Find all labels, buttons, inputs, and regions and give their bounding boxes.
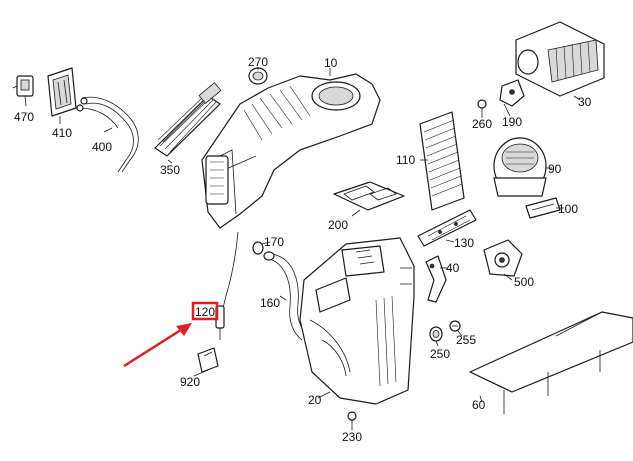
part-500-actuator[interactable] — [483, 239, 523, 277]
callout-30[interactable]: 30 — [578, 95, 592, 109]
callout-60[interactable]: 60 — [472, 398, 486, 412]
callout-10[interactable]: 10 — [324, 56, 338, 70]
callout-200[interactable]: 200 — [328, 218, 348, 232]
highlight-arrowhead — [176, 323, 192, 336]
highlight-box-120 — [191, 301, 219, 321]
part-260-screw[interactable] — [477, 99, 487, 118]
callout-100[interactable]: 100 — [558, 202, 578, 216]
callout-250[interactable]: 250 — [430, 347, 450, 361]
callout-270[interactable]: 270 — [248, 55, 268, 69]
part-100-resistor[interactable] — [525, 197, 561, 219]
callout-130[interactable]: 130 — [454, 236, 474, 250]
callout-160[interactable]: 160 — [260, 296, 280, 310]
callout-410[interactable]: 410 — [52, 126, 72, 140]
callout-170[interactable]: 170 — [264, 235, 284, 249]
callout-110[interactable]: 110 — [396, 153, 415, 167]
part-350-heater-core[interactable] — [154, 82, 222, 157]
leader-lines — [24, 67, 581, 403]
callout-230[interactable]: 230 — [342, 430, 362, 444]
callout-350[interactable]: 350 — [160, 163, 180, 177]
part-410-seal[interactable] — [47, 67, 77, 117]
callout-400[interactable]: 400 — [92, 140, 112, 154]
part-130-flap[interactable] — [417, 209, 477, 247]
callout-90[interactable]: 90 — [548, 162, 562, 176]
highlight-marker — [123, 301, 219, 368]
part-90-blower-motor[interactable] — [493, 137, 547, 197]
part-20-lower-housing[interactable] — [299, 237, 415, 405]
callout-20[interactable]: 20 — [308, 393, 322, 407]
part-400-pipes[interactable] — [76, 96, 139, 173]
part-30-blower-unit[interactable] — [515, 21, 605, 97]
part-10-upper-housing[interactable] — [201, 73, 381, 229]
callout-920[interactable]: 920 — [180, 375, 200, 389]
part-170-grommet[interactable] — [252, 241, 264, 255]
part-470-clip[interactable] — [12, 75, 34, 97]
callout-470[interactable]: 470 — [14, 110, 34, 124]
callout-120[interactable]: 120 — [195, 305, 215, 319]
part-920-clip[interactable] — [197, 347, 219, 373]
part-120-sensor[interactable] — [215, 231, 239, 340]
part-270-cap[interactable] — [248, 67, 268, 85]
part-230-screw[interactable] — [347, 411, 357, 430]
part-190-bracket[interactable] — [499, 79, 525, 107]
callout-255[interactable]: 255 — [456, 333, 476, 347]
callout-40[interactable]: 40 — [446, 261, 460, 275]
part-200-gasket[interactable] — [333, 181, 405, 211]
callout-labels: 470 410 400 350 270 10 30 260 190 110 90… — [14, 55, 592, 444]
part-40-lever[interactable] — [425, 255, 447, 303]
highlight-arrow — [123, 326, 185, 368]
part-255-screw[interactable] — [449, 320, 461, 332]
callout-500[interactable]: 500 — [514, 275, 534, 289]
callout-260[interactable]: 260 — [472, 117, 492, 131]
part-60-insulation-mat[interactable] — [469, 311, 633, 414]
part-250-grommet[interactable] — [429, 326, 443, 342]
part-110-filter[interactable] — [419, 111, 465, 211]
callout-190[interactable]: 190 — [502, 115, 522, 129]
